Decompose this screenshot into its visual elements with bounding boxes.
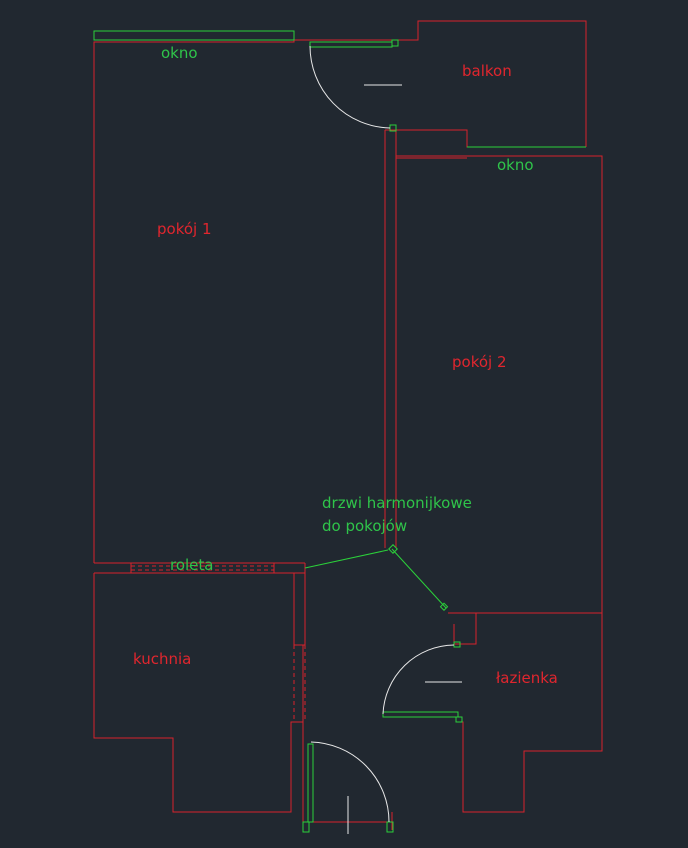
labels: okno balkon okno pokój 1 pokój 2 drzwi h… <box>133 44 558 687</box>
label-drzwi-line2: do pokojów <box>322 517 407 535</box>
entrance-door-swing <box>310 741 390 823</box>
balcony-door-frame-top <box>309 41 393 48</box>
label-roleta: roleta <box>170 556 213 574</box>
folding-door-end <box>439 602 449 611</box>
folding-door-right <box>391 548 447 609</box>
label-pokoj1: pokój 1 <box>157 220 212 238</box>
label-lazienka: łazienka <box>496 669 558 687</box>
folding-door-left <box>304 549 389 569</box>
wall-kitchen <box>93 573 304 813</box>
door-swings <box>309 45 462 834</box>
label-kuchnia: kuchnia <box>133 650 191 668</box>
bathroom-door-jamb-top <box>453 641 461 648</box>
windows-doors <box>93 30 586 833</box>
bathroom-door-jamb-bottom <box>455 716 463 723</box>
bathroom-door-swing <box>382 644 455 715</box>
wall-balcony <box>397 20 587 147</box>
wall-kitchen-inner <box>293 573 306 646</box>
wall-room1-outer <box>93 39 392 563</box>
label-drzwi-line1: drzwi harmonijkowe <box>322 494 472 512</box>
walls <box>93 20 603 830</box>
entrance-door-leaf <box>307 743 314 823</box>
balcony-door-jamb-bottom <box>389 124 397 132</box>
window-room1 <box>93 30 295 41</box>
label-okno-top: okno <box>161 44 198 62</box>
wall-bathroom-outer <box>458 613 603 813</box>
label-pokoj2: pokój 2 <box>452 353 507 371</box>
wall-balcony-lower <box>396 129 586 148</box>
balcony-door-jamb-top <box>391 39 399 47</box>
balcony-door-swing <box>309 45 391 129</box>
wall-bathroom <box>453 613 477 645</box>
entrance-door-jamb-left <box>302 821 310 833</box>
entrance-door-jamb-right <box>386 821 394 833</box>
folding-door-hinge <box>388 544 398 554</box>
label-okno-right: okno <box>497 156 534 174</box>
bathroom-door-leaf <box>382 711 459 718</box>
label-balkon: balkon <box>462 62 512 80</box>
wall-room2 <box>395 155 603 614</box>
